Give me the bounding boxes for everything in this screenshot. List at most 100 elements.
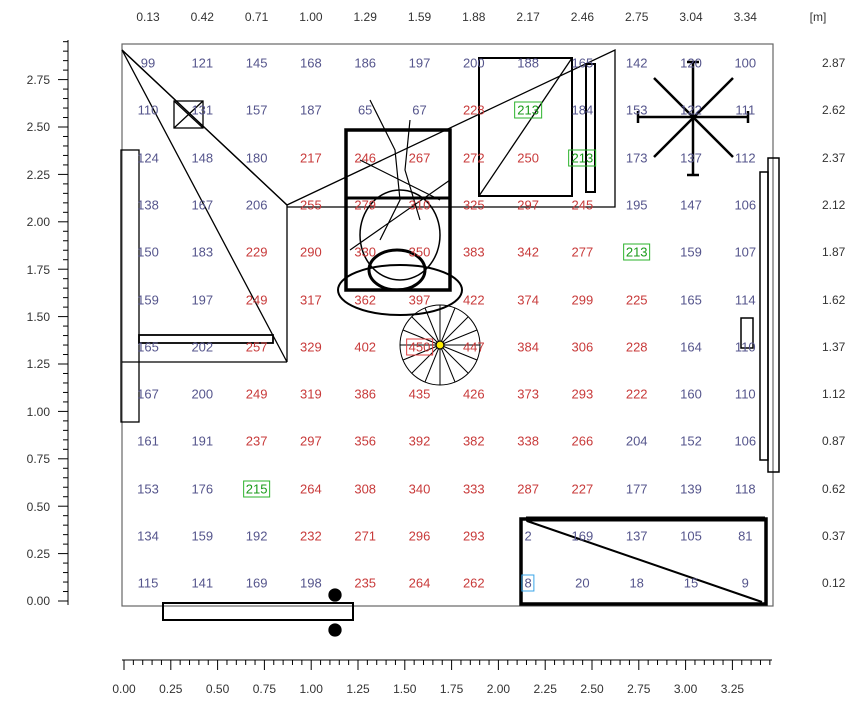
illuminance-value: 237 [245, 433, 268, 449]
right-axis-label: 2.87 [822, 56, 846, 70]
illuminance-value: 402 [354, 339, 377, 355]
illuminance-value: 110 [137, 102, 159, 118]
right-axis-label: 0.37 [822, 529, 846, 543]
illuminance-value: 397 [408, 292, 431, 307]
illuminance-value: 159 [191, 528, 214, 544]
illuminance-value: 2 [524, 528, 532, 544]
illuminance-value: 131 [191, 102, 214, 118]
illuminance-value: 383 [462, 244, 485, 260]
bottom-axis-label: 1.25 [346, 682, 370, 696]
illuminance-value: 426 [462, 386, 485, 402]
illuminance-value: 165 [571, 55, 594, 71]
bottom-axis-label: 2.25 [533, 682, 557, 696]
illuminance-value: 118 [734, 481, 756, 497]
right-axis-label: 0.62 [822, 481, 846, 496]
top-axis-label: 1.00 [299, 10, 323, 24]
illuminance-value: 308 [354, 481, 377, 497]
illuminance-value: 215 [242, 480, 271, 498]
illuminance-value: 161 [137, 433, 159, 449]
illuminance-value: 148 [191, 150, 214, 166]
illuminance-value: 222 [625, 386, 648, 402]
illuminance-value: 310 [408, 197, 431, 213]
illuminance-value: 264 [300, 481, 322, 497]
bottom-axis-label: 2.75 [627, 682, 651, 696]
illuminance-value: 137 [680, 150, 702, 166]
left-axis-label: 2.00 [26, 215, 50, 230]
top-axis-label: 0.42 [190, 10, 214, 24]
illuminance-value: 264 [408, 575, 431, 591]
illuminance-value: 272 [462, 150, 485, 166]
illuminance-value: 246 [354, 150, 377, 166]
illuminance-value: 141 [191, 575, 214, 591]
illuminance-value: 153 [625, 102, 648, 118]
illuminance-value: 169 [571, 528, 594, 544]
illuminance-value: 382 [462, 433, 485, 449]
room-outline [121, 43, 774, 607]
plan-geometry [67, 40, 780, 661]
illuminance-value: 245 [571, 197, 594, 213]
top-axis-label: 2.75 [625, 10, 649, 24]
illuminance-value: 266 [571, 433, 594, 449]
illuminance-value: 111 [735, 102, 756, 118]
illuminance-value: 168 [300, 55, 322, 71]
illuminance-value: 18 [629, 575, 644, 591]
illuminance-value: 249 [245, 386, 268, 402]
left-axis-label: 1.75 [26, 262, 50, 277]
illuminance-value: 356 [354, 433, 377, 449]
illuminance-value: 124 [137, 150, 159, 166]
illuminance-value: 20 [575, 575, 590, 591]
illuminance-value: 293 [571, 386, 594, 402]
illuminance-value: 177 [625, 481, 648, 497]
illuminance-value: 213 [514, 101, 542, 119]
left-axis-label: 0.50 [26, 499, 50, 514]
illuminance-value: 165 [137, 339, 159, 355]
illuminance-value: 279 [354, 197, 377, 213]
illuminance-value: 15 [683, 575, 699, 591]
illuminance-value: 164 [680, 339, 702, 355]
top-axis-label: 0.13 [136, 10, 160, 24]
illuminance-value: 183 [191, 244, 214, 260]
illuminance-value: 257 [245, 339, 268, 355]
illuminance-value: 112 [734, 150, 756, 166]
illuminance-value: 235 [354, 575, 377, 591]
illuminance-value: 202 [191, 339, 214, 355]
illuminance-value: 229 [245, 244, 268, 260]
top-axis-label: 1.29 [353, 10, 377, 24]
illuminance-value: 188 [517, 55, 539, 71]
left-cabinet [120, 149, 140, 423]
illuminance-value: 217 [300, 150, 322, 166]
ceiling-box [173, 100, 204, 129]
left-axis-label: 0.25 [26, 547, 50, 561]
illuminance-value: 115 [137, 575, 159, 591]
left-axis-label: 0.75 [26, 452, 50, 467]
illuminance-value: 297 [517, 197, 539, 213]
bottom-axis-label: 3.00 [673, 682, 698, 696]
illuminance-value: 386 [354, 386, 377, 402]
illuminance-value: 338 [517, 433, 539, 449]
left-axis-label: 1.00 [26, 404, 50, 419]
illuminance-value: 287 [517, 481, 539, 497]
units-label: [m] [809, 10, 827, 24]
illuminance-value: 150 [137, 244, 159, 260]
illuminance-value: 195 [625, 197, 648, 213]
illuminance-value: 9 [741, 575, 749, 591]
right-axis-label: 1.37 [822, 339, 846, 354]
illuminance-value: 122 [680, 102, 702, 118]
illuminance-value: 197 [191, 292, 214, 307]
illuminance-value: 100 [734, 55, 757, 71]
illuminance-value: 134 [137, 528, 159, 544]
right-axis-label: 0.87 [822, 434, 846, 449]
right-axis-label: 2.37 [822, 150, 846, 165]
illuminance-value: 232 [300, 528, 322, 544]
illuminance-value: 319 [300, 386, 322, 402]
illuminance-value: 169 [245, 575, 268, 591]
illuminance-value: 392 [408, 433, 431, 449]
illuminance-value: 159 [680, 244, 702, 260]
illuminance-value: 167 [191, 197, 214, 213]
illuminance-value: 153 [137, 481, 159, 497]
illuminance-value: 197 [408, 55, 431, 71]
bottom-axis-label: 1.50 [393, 682, 417, 696]
right-axis-label: 2.12 [822, 197, 846, 212]
illuminance-value: 277 [571, 244, 594, 260]
